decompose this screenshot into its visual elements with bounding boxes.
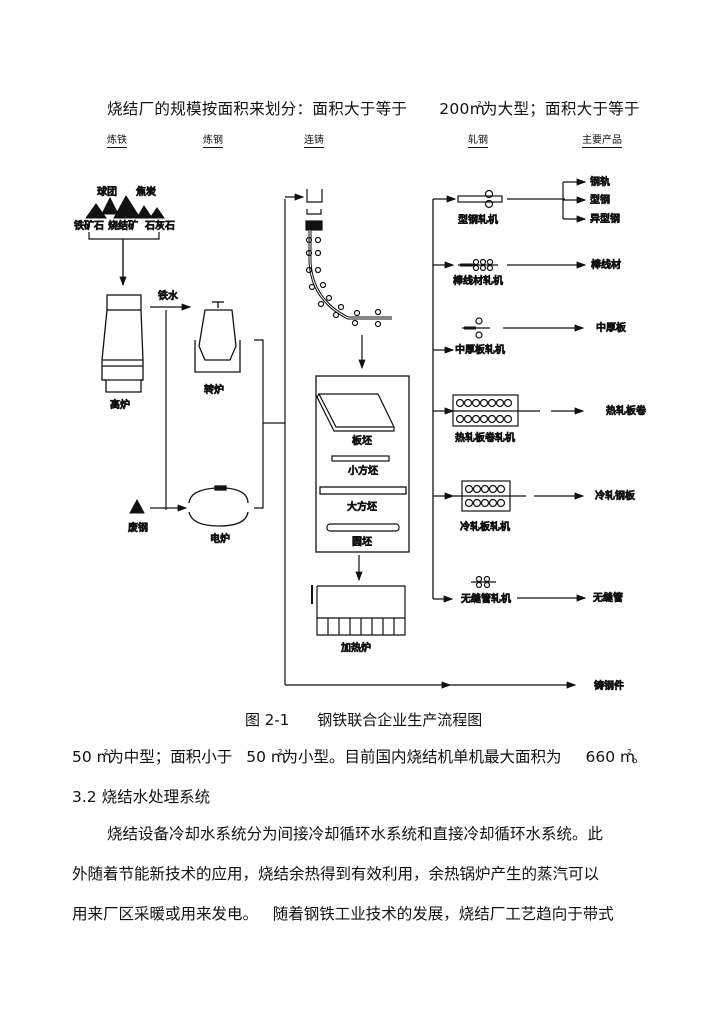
- cold-mill-icon: [453, 480, 526, 512]
- raw-material-piles: [85, 195, 165, 219]
- superscript: 2: [103, 748, 109, 756]
- product-special-section: 异型钢: [590, 212, 620, 225]
- label-scrap: 废钢: [128, 521, 148, 534]
- label-small-billet: 小方坯: [348, 464, 378, 477]
- label-eaf: 电炉: [210, 532, 230, 545]
- product-section-steel: 型钢: [590, 193, 610, 206]
- text-fragment: 660 m: [585, 748, 636, 766]
- label-coke: 焦炭: [136, 185, 156, 198]
- electric-furnace-icon: [188, 485, 249, 527]
- stage-rolling: 轧钢: [468, 131, 488, 148]
- small-billet-icon: [331, 455, 390, 462]
- blast-furnace-icon: [101, 294, 144, 393]
- intro-part1: 烧结厂的规模按面积来划分：面积大于等于: [107, 100, 408, 118]
- billets-box: [315, 375, 410, 553]
- round-billet-icon: [326, 523, 400, 532]
- text-fragment: 。: [631, 748, 648, 766]
- label-reheat-furnace: 加热炉: [341, 641, 371, 654]
- superscript: 2: [277, 748, 283, 756]
- product-cold-sheet: 冷轧钢板: [595, 489, 635, 502]
- stage-products: 主要产品: [582, 131, 622, 148]
- converter-icon: [194, 301, 241, 373]
- figure-title: 钢铁联合企业生产流程图: [317, 711, 483, 729]
- text-fragment: 50 m: [246, 748, 286, 766]
- label-iron-ore: 铁矿石: [74, 219, 104, 232]
- label-limestone: 石灰石: [145, 219, 175, 232]
- figure-caption: 图 2-1 钢铁联合企业生产流程图: [245, 709, 482, 730]
- hot-strip-mill-icon: [452, 394, 540, 427]
- superscript: 2: [477, 100, 482, 108]
- intro-part3: 为大型；面积大于等于: [481, 100, 640, 118]
- superscript: 2: [627, 748, 632, 756]
- bar-wire-mill-icon: [458, 258, 498, 272]
- label-slab: 板坯: [352, 434, 372, 447]
- label-plate-mill: 中厚板轧机: [455, 343, 505, 356]
- text-fragment: 为小型。目前国内烧结机单机最大面积为: [282, 748, 562, 766]
- stage-steelmaking: 炼钢: [203, 131, 223, 148]
- continuous-caster-icon: [305, 189, 392, 328]
- product-plate: 中厚板: [596, 321, 626, 334]
- intro-part2: 200m: [439, 100, 486, 118]
- label-pellet: 球团: [97, 185, 117, 198]
- paragraph-line: 用来厂区采暖或用来发电。 随着钢铁工业技术的发展，烧结厂工艺趋向于带式: [72, 905, 614, 923]
- label-converter: 转炉: [204, 383, 224, 396]
- paragraph-line: 外随着节能新技术的应用，烧结余热得到有效利用，余热锅炉产生的蒸汽可以: [72, 865, 600, 883]
- plate-mill-icon: [462, 317, 490, 339]
- text-fragment: 为中型；面积小于: [108, 748, 233, 766]
- scrap-pile-icon: [129, 498, 145, 514]
- slab-icon: [316, 393, 395, 432]
- label-seamless-mill: 无缝管轧机: [461, 592, 511, 605]
- paragraph-line: 烧结设备冷却水系统分为间接冷却循环水系统和直接冷却循环水系统。此: [107, 825, 604, 843]
- seamless-tube-mill-icon: [471, 575, 496, 589]
- label-castings: 铸钢件: [594, 679, 624, 692]
- reheating-furnace-icon: [311, 585, 406, 636]
- label-bar-wire-mill: 棒线材轧机: [453, 274, 503, 287]
- product-seamless-tube: 无缝管: [593, 591, 623, 604]
- figure-number: 图 2-1: [245, 711, 290, 729]
- label-blast-furnace: 高炉: [110, 398, 130, 411]
- section-mill-icon: [457, 189, 503, 209]
- text-fragment: 50 m: [72, 748, 112, 766]
- product-rail: 钢轨: [590, 175, 610, 188]
- label-hot-metal: 铁水: [158, 289, 178, 302]
- label-round-billet: 圆坯: [352, 536, 372, 548]
- label-bloom: 大方坯: [347, 500, 377, 513]
- section-heading: 3.2 烧结水处理系统: [72, 788, 211, 806]
- product-hot-coil: 热轧板卷: [606, 404, 646, 417]
- label-hot-strip-mill: 热轧板卷轧机: [455, 431, 515, 444]
- product-bar-wire: 棒线材: [591, 258, 621, 271]
- stage-ironmaking: 炼铁: [107, 131, 127, 148]
- bloom-icon: [319, 486, 407, 495]
- label-cold-mill: 冷轧板轧机: [460, 520, 510, 533]
- stage-casting: 连铸: [304, 131, 324, 148]
- label-section-mill: 型钢轧机: [458, 213, 498, 226]
- intro-line: 烧结厂的规模按面积来划分：面积大于等于 200m2为大型；面积大于等于: [107, 97, 640, 119]
- label-sinter: 烧结矿: [108, 219, 138, 232]
